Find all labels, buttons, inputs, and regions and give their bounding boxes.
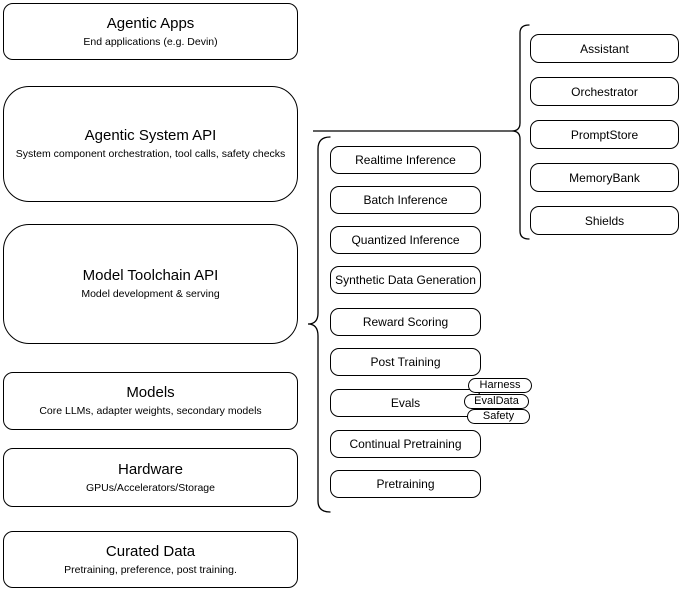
toolchain-box-quantized-inference: Quantized Inference <box>330 226 481 254</box>
toolchain-box-realtime-inference: Realtime Inference <box>330 146 481 174</box>
toolchain-label: Continual Pretraining <box>349 437 462 451</box>
toolchain-components-brace <box>307 136 331 513</box>
system-label: PromptStore <box>570 127 639 142</box>
evals-badge-evaldata: EvalData <box>464 394 529 409</box>
layer-box-models: Models Core LLMs, adapter weights, secon… <box>3 372 298 430</box>
layer-subtitle: Model development & serving <box>81 288 220 300</box>
badge-label: Harness <box>479 379 521 391</box>
toolchain-label: Batch Inference <box>363 193 448 207</box>
layer-box-agentic-system-api: Agentic System API System component orch… <box>3 86 298 202</box>
toolchain-box-pretraining: Pretraining <box>330 470 481 498</box>
evals-badge-safety: Safety <box>467 409 530 424</box>
layer-box-agentic-apps: Agentic Apps End applications (e.g. Devi… <box>3 3 298 60</box>
system-box-orchestrator: Orchestrator <box>530 77 679 106</box>
toolchain-box-post-training: Post Training <box>330 348 481 376</box>
system-components-brace <box>511 24 530 240</box>
layer-title: Agentic Apps <box>106 14 195 32</box>
layer-title: Model Toolchain API <box>82 267 219 284</box>
layer-title: Models <box>126 384 175 401</box>
layer-box-hardware: Hardware GPUs/Accelerators/Storage <box>3 448 298 507</box>
layer-title: Agentic System API <box>84 127 217 144</box>
layer-title: Curated Data <box>105 542 196 560</box>
system-label: MemoryBank <box>569 170 640 185</box>
system-label: Orchestrator <box>571 84 638 99</box>
layer-subtitle: System component orchestration, tool cal… <box>15 148 286 160</box>
toolchain-label: Post Training <box>370 355 441 369</box>
toolchain-label: Reward Scoring <box>362 315 449 329</box>
system-box-assistant: Assistant <box>530 34 679 63</box>
badge-label: Safety <box>482 410 515 422</box>
toolchain-label: Realtime Inference <box>355 153 456 167</box>
layer-subtitle: Pretraining, preference, post training. <box>64 563 237 576</box>
system-label: Assistant <box>580 41 629 56</box>
toolchain-box-batch-inference: Batch Inference <box>330 186 481 214</box>
system-box-memorybank: MemoryBank <box>530 163 679 192</box>
toolchain-box-reward-scoring: Reward Scoring <box>330 308 481 336</box>
badge-label: EvalData <box>474 395 519 407</box>
system-label: Shields <box>584 213 625 228</box>
layer-subtitle: End applications (e.g. Devin) <box>83 35 218 48</box>
evals-badge-harness: Harness <box>468 378 532 393</box>
system-box-promptstore: PromptStore <box>530 120 679 149</box>
toolchain-label: Evals <box>390 396 421 410</box>
layer-box-curated-data: Curated Data Pretraining, preference, po… <box>3 531 298 588</box>
layer-subtitle: Core LLMs, adapter weights, secondary mo… <box>39 405 262 417</box>
toolchain-label: Synthetic Data Generation <box>335 273 476 287</box>
toolchain-label: Pretraining <box>376 477 435 491</box>
toolchain-box-continual-pretraining: Continual Pretraining <box>330 430 481 458</box>
layer-subtitle: GPUs/Accelerators/Storage <box>86 481 215 494</box>
toolchain-label: Quantized Inference <box>351 233 460 247</box>
layer-title: Hardware <box>117 460 184 478</box>
toolchain-box-evals: Evals <box>330 389 481 417</box>
system-box-shields: Shields <box>530 206 679 235</box>
layer-box-model-toolchain-api: Model Toolchain API Model development & … <box>3 224 298 344</box>
toolchain-box-synthetic-data-generation: Synthetic Data Generation <box>330 266 481 294</box>
